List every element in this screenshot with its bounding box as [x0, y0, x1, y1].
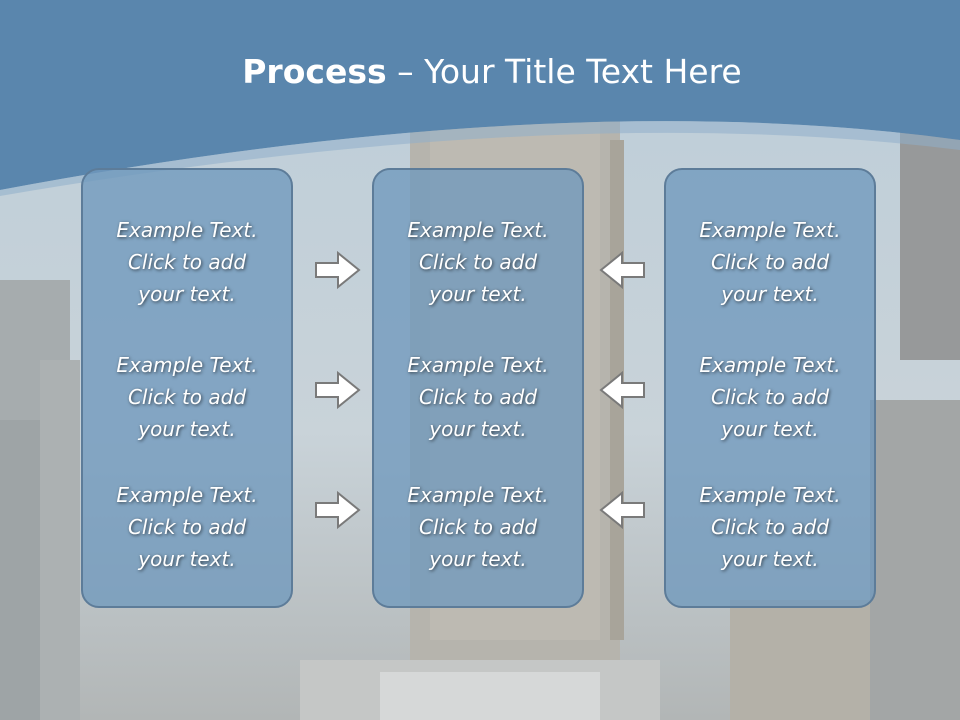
left-arrow-icon: [599, 250, 645, 290]
left-arrow-icon: [599, 490, 645, 530]
right-arrow-icon: [315, 250, 361, 290]
text-box-center[interactable]: Example Text. Click to add your text. Ex…: [372, 168, 584, 608]
text-item[interactable]: Example Text. Click to add your text.: [116, 483, 258, 571]
text-item[interactable]: Example Text. Click to add your text.: [116, 218, 258, 306]
right-arrow-icon: [315, 490, 361, 530]
text-item[interactable]: Example Text. Click to add your text.: [407, 483, 549, 571]
text-item[interactable]: Example Text. Click to add your text.: [699, 353, 841, 441]
title-bold: Process: [242, 52, 387, 91]
left-arrow-icon: [599, 370, 645, 410]
text-item[interactable]: Example Text. Click to add your text.: [116, 353, 258, 441]
header-band: [0, 0, 960, 196]
right-arrow-icon: [315, 370, 361, 410]
text-item[interactable]: Example Text. Click to add your text.: [407, 218, 549, 306]
text-box-left[interactable]: Example Text. Click to add your text. Ex…: [81, 168, 293, 608]
text-item[interactable]: Example Text. Click to add your text.: [407, 353, 549, 441]
text-item[interactable]: Example Text. Click to add your text.: [699, 218, 841, 306]
text-item[interactable]: Example Text. Click to add your text.: [699, 483, 841, 571]
title-rest: – Your Title Text Here: [386, 52, 742, 91]
slide-title[interactable]: Process – Your Title Text Here: [0, 52, 960, 91]
text-box-right[interactable]: Example Text. Click to add your text. Ex…: [664, 168, 876, 608]
